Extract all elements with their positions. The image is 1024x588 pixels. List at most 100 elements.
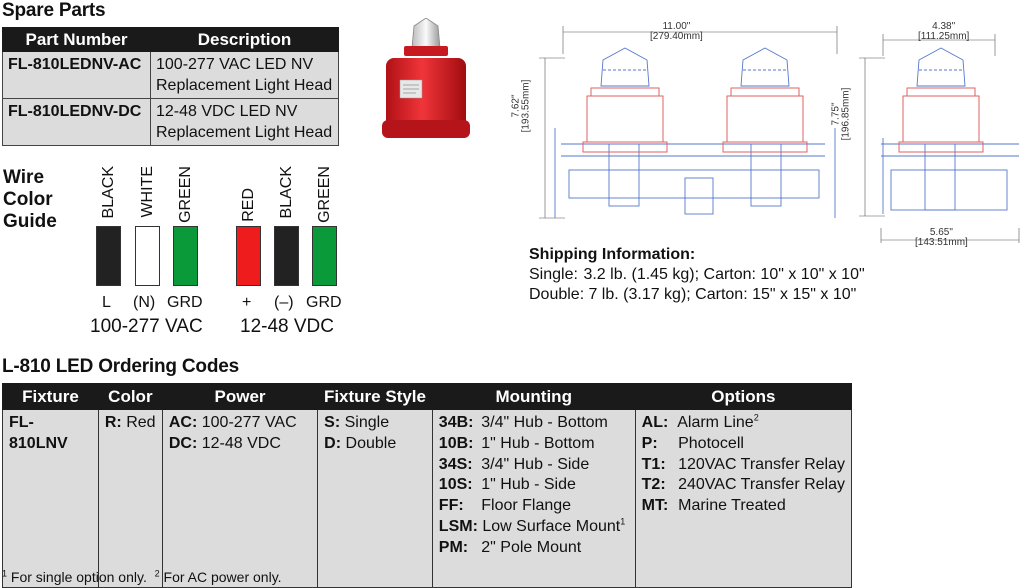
- code-value: 1" Hub - Side: [481, 476, 576, 494]
- list-item: AC: 100-277 VAC: [169, 413, 311, 434]
- code-value: 3/4" Hub - Bottom: [481, 414, 608, 431]
- list-item: FF: Floor Flange: [439, 496, 629, 517]
- list-item: 10S: 1" Hub - Side: [439, 475, 629, 496]
- power-cell: AC: 100-277 VAC DC: 12-48 VDC: [161, 409, 319, 588]
- column-header: Options: [634, 383, 853, 410]
- wire-label: +: [242, 294, 252, 311]
- part-number: FL-810LEDNV-AC: [2, 51, 151, 99]
- title-line: Wire: [3, 167, 45, 188]
- obstruction-light-photo: [382, 18, 470, 138]
- code-value: 2" Pole Mount: [481, 538, 582, 556]
- list-item: 34S: 3/4" Hub - Side: [439, 455, 629, 476]
- title-line: Color: [3, 189, 53, 210]
- footnote-marker: 2: [154, 568, 160, 579]
- column-header: Color: [97, 383, 163, 410]
- dim-single-top-width: 4.38" [111.25mm]: [918, 22, 969, 42]
- column-header: Fixture Style: [317, 383, 433, 410]
- code-value: 100-277 VAC: [201, 414, 297, 431]
- wire-color-name: RED: [240, 188, 257, 222]
- style-cell: S: Single D: Double: [317, 409, 433, 588]
- wire-color-name: BLACK: [278, 166, 295, 219]
- title-line: Guide: [3, 211, 57, 232]
- footnote-marker: 1: [2, 568, 8, 579]
- ordering-codes-title: L-810 LED Ordering Codes: [2, 356, 239, 377]
- list-item: P: Photocell: [642, 434, 845, 455]
- list-item: T2: 240VAC Transfer Relay: [642, 475, 845, 496]
- code-value: 120VAC Transfer Relay: [678, 455, 845, 473]
- list-item: R: Red: [105, 413, 156, 434]
- code-value: Photocell: [678, 434, 744, 452]
- code-value: 3/4" Hub - Side: [481, 455, 590, 473]
- list-item: LSM: Low Surface Mount1: [439, 517, 629, 538]
- dim-single-base-width: 5.65" [143.51mm]: [915, 228, 968, 248]
- fixture-cell: FL-810LNV: [2, 409, 99, 588]
- wire-swatch: [274, 226, 299, 286]
- code-key: AL:: [641, 414, 669, 431]
- list-item: 34B: 3/4" Hub - Bottom: [439, 413, 629, 434]
- code-value: Double: [345, 434, 397, 452]
- table-header-row: Fixture Color Power Fixture Style Mounti…: [2, 383, 853, 410]
- list-item: S: Single: [324, 413, 426, 434]
- part-number: FL-810LEDNV-DC: [2, 98, 151, 146]
- wire-swatch: [135, 226, 160, 286]
- dim-value-mm: [196.85mm]: [840, 87, 852, 141]
- code-key: R:: [104, 414, 122, 431]
- part-description: 12-48 VDC LED NV Replacement Light Head: [150, 98, 339, 146]
- code-key: 10B:: [438, 434, 474, 452]
- wire-color-name: GREEN: [177, 166, 194, 223]
- wire-swatch: [96, 226, 121, 286]
- code-key: P:: [641, 434, 658, 452]
- ac-voltage-label: 100-277 VAC: [90, 316, 203, 337]
- list-item: D: Double: [324, 434, 426, 455]
- code-value: Alarm Line: [677, 414, 754, 431]
- double-fixture-outline: [554, 47, 836, 218]
- dim-value-mm: [193.55mm]: [520, 79, 532, 133]
- list-item: DC: 12-48 VDC: [169, 434, 311, 455]
- table-row: FL-810LEDNV-DC 12-48 VDC LED NV Replacem…: [2, 98, 339, 146]
- wire-swatch: [236, 226, 261, 286]
- table-header-row: Part Number Description: [2, 27, 339, 52]
- wire-color-guide-title: Wire Color Guide: [3, 167, 57, 233]
- code-key: T1:: [641, 455, 666, 473]
- table-row: FL-810LEDNV-AC 100-277 VAC LED NV Replac…: [2, 51, 339, 99]
- code-key: 34S:: [438, 455, 473, 473]
- code-value: Floor Flange: [481, 497, 572, 515]
- column-header: Mounting: [431, 383, 636, 410]
- code-key: S:: [324, 414, 341, 431]
- description-line: Replacement Light Head: [156, 77, 333, 94]
- code-key: PM:: [438, 538, 469, 556]
- dim-double-height: 7.62" [193.55mm]: [510, 79, 532, 133]
- single-fixture-outline: [881, 47, 1019, 214]
- footnote-text: For single option only.: [7, 569, 147, 585]
- footnote-text: For AC power only.: [159, 569, 282, 585]
- dim-value-mm: [111.25mm]: [918, 31, 970, 42]
- shipping-single: Single: 3.2 lb. (1.45 kg); Carton: 10" x…: [529, 266, 865, 284]
- description-line: Replacement Light Head: [156, 124, 333, 141]
- code-value: 12-48 VDC: [201, 434, 281, 452]
- code-key: AC:: [168, 414, 198, 431]
- dim-value: 5.65": [929, 227, 953, 238]
- code-key: 34B:: [438, 414, 474, 431]
- code-key: T2:: [641, 476, 666, 494]
- code-value: Red: [126, 414, 156, 431]
- footnote-marker: 1: [620, 516, 626, 527]
- column-header: Power: [161, 383, 319, 410]
- column-header: Fixture: [2, 383, 99, 410]
- table-row: FL-810LNV R: Red AC: 100-277 VAC DC: 12-…: [2, 409, 853, 588]
- footnote-marker: 2: [753, 412, 759, 423]
- code-key: DC:: [168, 434, 198, 452]
- column-header: Description: [150, 27, 339, 52]
- shipping-single-label: Single:: [529, 266, 578, 283]
- list-item: T1: 120VAC Transfer Relay: [642, 455, 845, 476]
- shipping-single-value: 3.2 lb. (1.45 kg); Carton: 10" x 10" x 1…: [583, 266, 865, 283]
- dim-double-width: 11.00" [279.40mm]: [650, 22, 703, 42]
- code-value: Marine Treated: [678, 497, 786, 515]
- dimension-drawing: [539, 26, 1020, 243]
- code-value: Single: [344, 414, 390, 431]
- dim-single-height: 7.75" [196.85mm]: [830, 87, 852, 141]
- code-value: 240VAC Transfer Relay: [678, 476, 845, 494]
- code-key: MT:: [641, 497, 669, 515]
- wire-color-name: GREEN: [316, 166, 333, 223]
